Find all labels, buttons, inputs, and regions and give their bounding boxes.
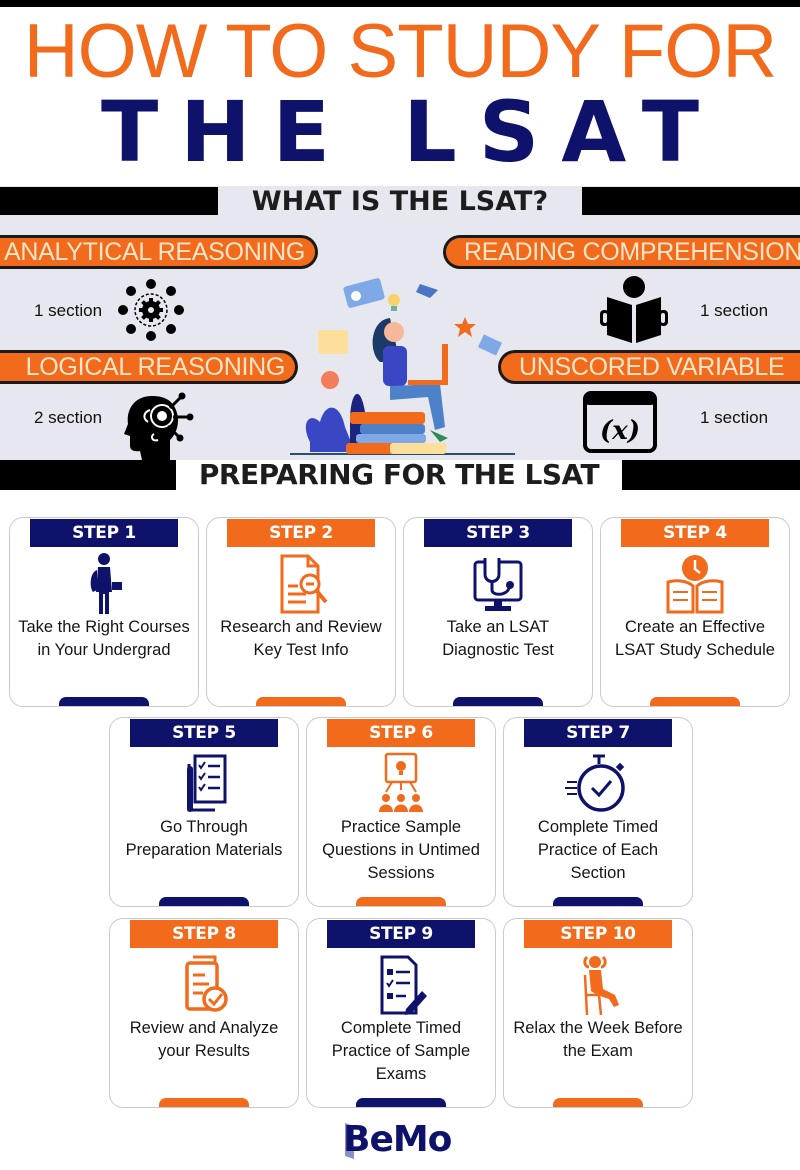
step-label: STEP 8 [130, 920, 278, 948]
person-relaxing-chair-icon [583, 955, 619, 1016]
book-logo-icon [345, 1123, 354, 1159]
step-text: Practice Sample Questions in Untimed Ses… [322, 818, 480, 882]
step-text: Relax the Week Before the Exam [513, 1019, 683, 1060]
step-card-5: STEP 5 Go Through Preparation Materials [109, 717, 299, 907]
unscored-count: 1 section [700, 408, 769, 427]
step-text: Complete Timed Practice of Each Section [537, 818, 659, 882]
step-label: STEP 3 [424, 519, 572, 547]
step-label: STEP 10 [524, 920, 672, 948]
presentation-lightbulb-audience-icon [379, 752, 423, 812]
step-tab [159, 1098, 249, 1107]
prep-bar-left [0, 460, 176, 490]
woman-studying-on-books-illustration [290, 278, 515, 455]
book-clock-icon [666, 555, 724, 614]
head-with-gears-icon [124, 392, 194, 460]
checklist-documents-icon [187, 754, 227, 812]
step-text: Research and Review Key Test Info [220, 618, 382, 659]
step-text: Complete Timed Practice of Sample Exams [331, 1019, 471, 1083]
heading-bar-right [582, 187, 800, 215]
preparing-heading: PREPARING FOR THE LSAT [198, 458, 600, 491]
step-label: STEP 5 [130, 719, 278, 747]
step-card-9: STEP 9 Complete Timed Practice of Sample… [306, 918, 496, 1108]
heading-bar-left [0, 187, 218, 215]
step-tab [553, 897, 643, 906]
step-card-7: STEP 7 Complete Timed Practice of Each S… [503, 717, 693, 907]
title-line-1: HOW TO STUDY FOR [23, 9, 778, 94]
step-label: STEP 1 [30, 519, 178, 547]
student-with-backpack-icon [90, 553, 122, 614]
monitor-stethoscope-icon [473, 558, 523, 611]
what-is-heading: WHAT IS THE LSAT? [251, 186, 549, 217]
top-black-bar [0, 0, 800, 7]
stopwatch-check-icon [565, 754, 625, 812]
step-label: STEP 2 [227, 519, 375, 547]
step-label: STEP 6 [327, 719, 475, 747]
step-text: Go Through Preparation Materials [125, 818, 283, 859]
step-text: Review and Analyze your Results [129, 1019, 279, 1060]
step-text: Take the Right Courses in Your Undergrad [18, 618, 190, 659]
step-card-3: STEP 3 Take an LSAT Diagnostic Test [403, 517, 593, 707]
step-tab [650, 697, 740, 706]
pill-unscored-variable: UNSCORED VARIABLE [498, 350, 800, 384]
logical-count: 2 section [34, 408, 103, 427]
person-reading-book-icon [600, 276, 668, 343]
pill-logical-reasoning: LOGICAL REASONING [0, 350, 298, 384]
step-tab [356, 1098, 446, 1107]
step-card-1: STEP 1 Take the Right Courses in Your Un… [9, 517, 199, 707]
reading-count: 1 section [700, 301, 769, 320]
document-magnifier-icon [280, 554, 328, 614]
pill-reading-comprehension: READING COMPREHENSION [443, 235, 800, 269]
bemo-logo: BeMo [343, 1119, 452, 1160]
svg-text:(x): (x) [600, 416, 640, 446]
step-tab [256, 697, 346, 706]
step-text: Take an LSAT Diagnostic Test [442, 618, 554, 659]
analytical-count: 1 section [34, 301, 103, 320]
pill-analytical-reasoning: ANALYTICAL REASONING [0, 235, 318, 269]
title-line-2: THE LSAT [100, 83, 722, 181]
step-label: STEP 9 [327, 920, 475, 948]
step-label: STEP 4 [621, 519, 769, 547]
step-tab [159, 897, 249, 906]
prep-bar-right [622, 460, 800, 490]
step-tab [356, 897, 446, 906]
step-text: Create an Effective LSAT Study Schedule [615, 618, 775, 659]
documents-checkmark-icon [185, 955, 228, 1012]
step-card-8: STEP 8 Review and Analyze your Results [109, 918, 299, 1108]
step-card-2: STEP 2 Research and Review Key Test Info [206, 517, 396, 707]
exam-sheet-pencil-icon [380, 955, 427, 1015]
step-card-6: STEP 6 Practice Sample Questions in Unti… [306, 717, 496, 907]
variable-x-window-icon: (x) [583, 391, 657, 453]
step-tab [453, 697, 543, 706]
step-card-4: STEP 4 Create an Effective LSAT Study Sc… [600, 517, 790, 707]
step-card-10: STEP 10 Relax the Week Before the Exam [503, 918, 693, 1108]
gear-network-icon [118, 279, 184, 341]
step-label: STEP 7 [524, 719, 672, 747]
step-tab [553, 1098, 643, 1107]
step-tab [59, 697, 149, 706]
